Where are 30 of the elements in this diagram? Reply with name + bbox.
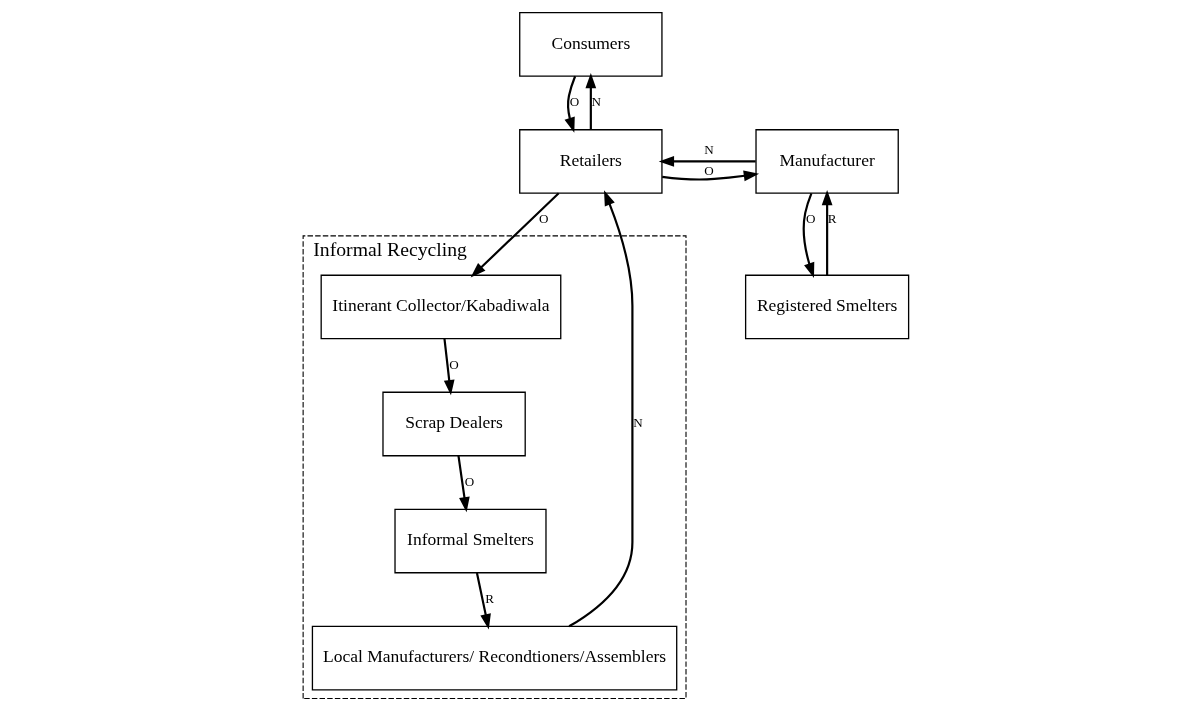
node-box: Informal Smelters: [394, 508, 547, 574]
node-box: Registered Smelters: [744, 274, 910, 340]
node-box: Manufacturer: [755, 129, 899, 194]
edge-label: N: [704, 142, 714, 158]
edge-label: O: [805, 211, 816, 227]
arrow: [470, 192, 560, 278]
edge-label: O: [449, 356, 459, 372]
node-box: Local Manufacturers/ Recondtioners/Assemblers: [311, 625, 678, 691]
node-box: Scrap Dealers: [382, 391, 526, 457]
edge-label: O: [464, 473, 475, 489]
edge-label: O: [539, 211, 549, 227]
arrow: [802, 192, 815, 279]
node-box: Consumers: [519, 12, 663, 77]
edge-label: O: [704, 163, 714, 179]
arrow: [662, 170, 760, 182]
arrow: [821, 189, 833, 276]
arrow: [658, 156, 756, 167]
arrow: [443, 338, 455, 396]
arrow: [568, 190, 634, 628]
node-box: Retailers: [519, 129, 663, 194]
arrow: [564, 75, 577, 133]
arrow: [585, 72, 597, 130]
node-box: Itinerant Collector/Kabadiwala: [320, 274, 562, 340]
edge-label: N: [633, 415, 643, 431]
arrow: [457, 455, 470, 513]
edge-label: R: [827, 211, 837, 227]
edge-label: O: [569, 94, 580, 110]
edge-label: N: [591, 94, 602, 110]
edge-label: R: [485, 590, 495, 606]
arrow: [475, 572, 491, 630]
